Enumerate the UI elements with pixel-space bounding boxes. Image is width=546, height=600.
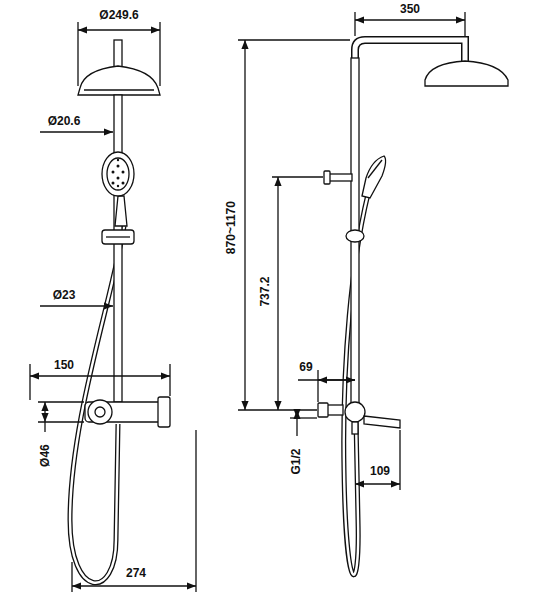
mixer-part [158,397,170,427]
dimension-lines-part [317,370,318,402]
hand-shower-part [328,174,352,181]
dimension-lines-part [298,379,355,380]
dimension-lines-part [290,417,317,418]
dimension-lines [238,12,465,490]
dimension-lines-part [238,39,350,40]
nozzle-dots-part [117,159,119,161]
hand-shower [102,152,134,226]
hand-shower-part [115,196,127,226]
dimension-lines-part [318,379,355,380]
nozzle-dots-part [112,182,115,185]
dimension-label: 350 [399,3,421,16]
mixer-part [364,416,400,428]
mixer-part [345,402,365,422]
dimension-label: Ø23 [52,289,77,302]
dimension-lines-part [169,364,170,396]
shower-head-part [425,61,508,86]
dimension-lines-part [244,40,245,410]
dimension-label: Ø46 [38,444,51,469]
dimension-lines [30,22,196,592]
dimension-lines-part [78,29,160,30]
nozzle-dots-part [117,177,120,180]
dimension-label: 870~1170 [225,200,238,255]
dimension-lines-part [29,364,30,400]
hand-shower-part [102,152,134,196]
dimension-lines-part [355,483,400,484]
shower-head [78,40,160,95]
mixer-part [88,400,112,424]
dimension-lines-part [296,410,297,418]
dimension-label: 150 [53,359,75,372]
mixer [318,402,400,434]
riser-rod-part [114,95,122,402]
dimension-label: G1/2 [290,448,303,476]
dimension-lines-part [195,430,196,592]
dimension-lines-part [44,402,45,422]
dimension-label: 274 [125,567,147,580]
dimension-lines-part [296,418,297,436]
dimension-label: 737.2 [259,276,272,308]
slider [346,230,364,242]
hand-shower-part [368,160,382,178]
shower-head-part [84,89,154,90]
nozzle-dots [112,159,125,187]
dimension-label: 109 [369,465,391,478]
shower-head-part [114,40,122,68]
nozzle-dots-part [117,165,120,168]
slider-part [106,236,130,237]
dimension-lines-part [355,19,465,20]
nozzle-dots-part [117,185,119,187]
overhead-arm [355,40,465,62]
dimension-lines-part [71,562,72,592]
dimension-lines-part [30,375,170,376]
dimension-lines-part [72,585,196,586]
dimension-lines-part [464,12,465,36]
dimension-lines-part [159,22,160,86]
dimension-lines-part [40,131,113,132]
dimension-lines-part [354,12,355,36]
left-view [30,22,196,592]
dimension-lines-part [277,177,278,410]
mixer-part [327,405,343,415]
hand-shower-part [324,171,330,184]
dimension-lines-part [399,430,400,490]
overhead-arm-part [355,40,465,62]
right-view [238,12,508,575]
dimension-lines-part [40,305,113,306]
nozzle-dots-part [112,171,115,174]
hand-shower [324,156,386,198]
slider [102,230,134,244]
dimension-lines-part [44,422,45,432]
hand-shower-part [362,156,386,198]
hand-shower-part [107,158,129,190]
overhead-arm-part [355,40,465,62]
dimension-label: Ø20.6 [47,115,82,128]
dimension-label: 69 [298,361,313,374]
mixer [85,397,170,427]
nozzle-dots-part [122,171,125,174]
slider-part [346,230,364,242]
shower-head-part [78,66,160,95]
dimension-label: Ø249.6 [98,9,139,22]
mixer-part [318,403,328,417]
shower-head [425,61,508,86]
dimension-lines-part [272,176,323,177]
nozzle-dots-part [122,182,125,185]
mixer-part [352,422,358,434]
mixer-part [95,407,105,417]
slider-part [102,230,134,244]
dimension-lines-part [77,22,78,86]
riser-rod [114,95,122,402]
